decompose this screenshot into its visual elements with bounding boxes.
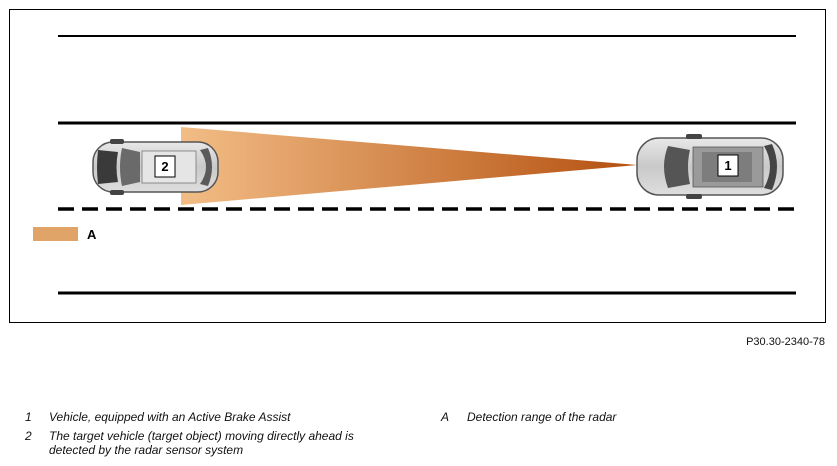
legend-key-2: 2: [25, 429, 32, 443]
road-diagram: 2 1 A: [33, 35, 796, 295]
own-vehicle-number: 1: [724, 158, 731, 173]
target-vehicle: 2: [92, 139, 219, 195]
legend-key-1: 1: [25, 410, 32, 424]
legend-text-2: The target vehicle (target object) movin…: [49, 429, 354, 457]
radar-detection-cone: [181, 127, 637, 205]
figure-frame: [9, 9, 826, 323]
legend-item-2: 2 The target vehicle (target object) mov…: [25, 429, 405, 459]
detection-range-swatch-key: A: [87, 227, 97, 242]
legend-text-1: Vehicle, equipped with an Active Brake A…: [49, 410, 291, 424]
legend-text-2-line1: The target vehicle (target object) movin…: [49, 429, 354, 443]
detection-range-swatch: [33, 227, 78, 241]
legend-text-2-line2: detected by the radar sensor system: [49, 443, 244, 457]
legend-item-a: A Detection range of the radar: [441, 410, 701, 426]
figure-id: P30.30-2340-78: [746, 336, 825, 348]
own-vehicle: 1: [636, 134, 784, 199]
legend-item-1: 1 Vehicle, equipped with an Active Brake…: [25, 410, 385, 426]
target-vehicle-number: 2: [161, 159, 168, 174]
legend-text-a: Detection range of the radar: [467, 410, 617, 424]
legend-key-a: A: [441, 410, 450, 424]
